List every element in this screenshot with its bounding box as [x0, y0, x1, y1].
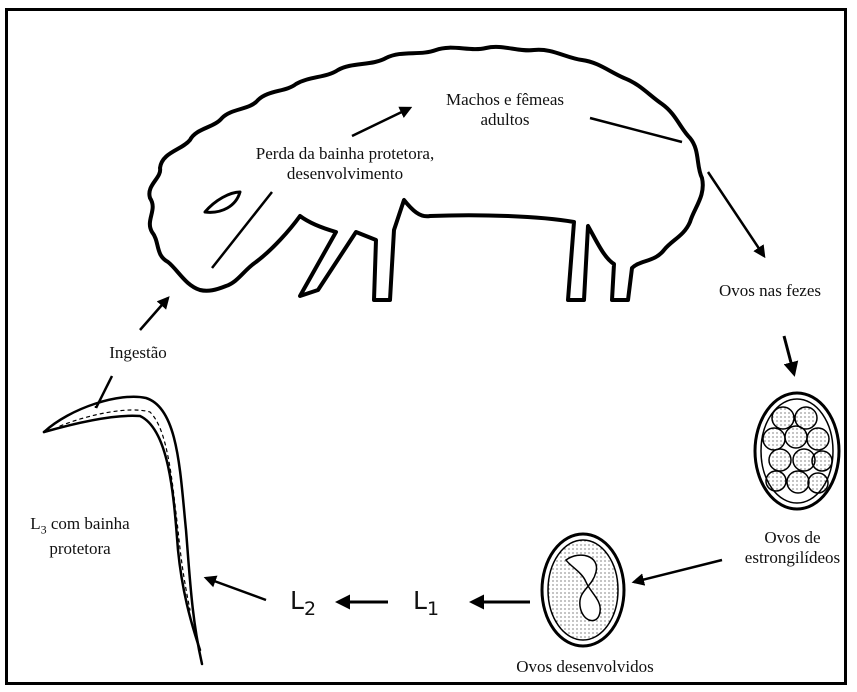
arrow-to-sheep-mouth — [140, 298, 168, 330]
adults-label: Machos e fêmeas adultos — [420, 90, 590, 130]
arrow-to-developed-eggs — [634, 560, 722, 582]
adults-label-line2: adultos — [420, 110, 590, 130]
l2-letter: L — [290, 586, 304, 615]
adults-pointer-line — [590, 118, 682, 142]
sheath-loss-label: Perda da bainha protetora, desenvolvimen… — [230, 144, 460, 184]
eggs-in-feces-label: Ovos nas fezes — [700, 281, 840, 301]
l3-label-line2: protetora — [20, 539, 140, 559]
sheath-loss-label-line1: Perda da bainha protetora, — [230, 144, 460, 164]
strongyle-egg-illustration — [755, 393, 839, 509]
ingestion-label: Ingestão — [88, 343, 188, 363]
l3-label: L3 com bainha protetora — [20, 514, 140, 559]
arrow-to-adults — [352, 108, 410, 136]
l1-subscript: 1 — [427, 598, 439, 620]
strongyle-eggs-label: Ovos de estrongilídeos — [730, 528, 855, 568]
l3-label-rest: com bainha — [47, 514, 130, 533]
strongyle-eggs-label-line2: estrongilídeos — [730, 548, 855, 568]
arrow-to-strongyle-eggs — [784, 336, 794, 374]
l2-subscript: 2 — [304, 598, 316, 620]
sheath-loss-label-line2: desenvolvimento — [230, 164, 460, 184]
arrow-to-feces — [708, 172, 764, 256]
l2-stage-label: L2 — [290, 586, 316, 620]
sheep-eye — [205, 192, 240, 212]
l1-stage-label: L1 — [413, 586, 439, 620]
developed-egg-illustration — [542, 534, 624, 646]
strongyle-eggs-label-line1: Ovos de — [730, 528, 855, 548]
adults-label-line1: Machos e fêmeas — [420, 90, 590, 110]
developed-eggs-label: Ovos desenvolvidos — [500, 657, 670, 677]
l1-letter: L — [413, 586, 427, 615]
arrow-to-l3 — [206, 578, 266, 600]
l3-label-letter: L — [30, 514, 40, 533]
